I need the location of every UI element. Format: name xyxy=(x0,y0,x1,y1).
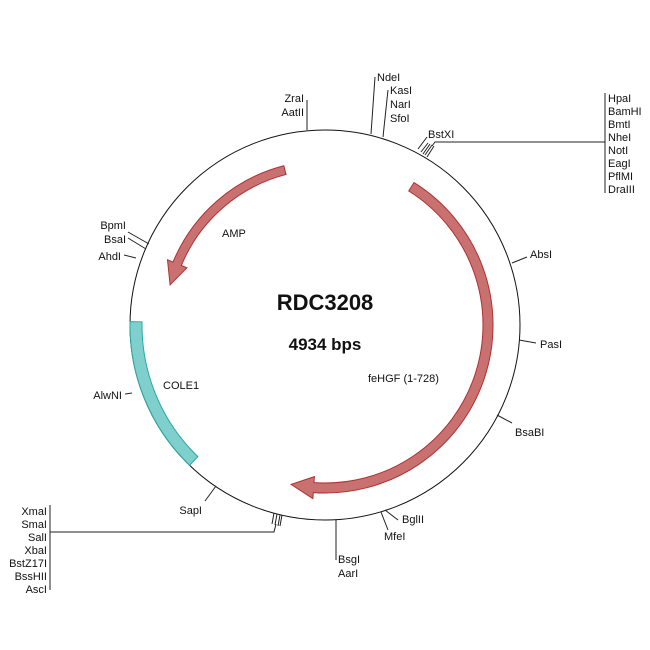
svg-text:BamHI: BamHI xyxy=(608,106,642,118)
site-left-group[interactable]: BpmI BsaI AhdI xyxy=(98,220,150,263)
svg-text:NdeI: NdeI xyxy=(377,72,400,84)
svg-text:AhdI: AhdI xyxy=(98,251,121,263)
site-alwni[interactable]: AlwNI xyxy=(93,390,133,402)
svg-text:BsaBI: BsaBI xyxy=(515,427,544,439)
cole1-label: COLE1 xyxy=(163,380,199,392)
svg-text:BsgI: BsgI xyxy=(338,554,360,566)
svg-text:HpaI: HpaI xyxy=(608,93,631,105)
site-sapi[interactable]: SapI xyxy=(179,485,217,517)
svg-text:SapI: SapI xyxy=(179,505,202,517)
svg-text:BssHII: BssHII xyxy=(15,571,47,583)
svg-text:XmaI: XmaI xyxy=(21,506,47,518)
svg-text:PflMI: PflMI xyxy=(608,171,633,183)
svg-text:AbsI: AbsI xyxy=(530,249,552,261)
svg-text:AarI: AarI xyxy=(338,568,358,580)
svg-text:BsaI: BsaI xyxy=(104,234,126,246)
svg-text:XbaI: XbaI xyxy=(24,545,47,557)
svg-text:BstZ17I: BstZ17I xyxy=(9,558,47,570)
svg-text:NarI: NarI xyxy=(390,99,411,111)
svg-text:ZraI: ZraI xyxy=(284,93,304,105)
amp-label: AMP xyxy=(222,228,246,240)
site-zrai-aatii[interactable]: ZraI AatII xyxy=(281,93,308,130)
site-bstxi[interactable]: BstXI xyxy=(417,129,454,150)
cole1-feature[interactable] xyxy=(129,321,199,466)
svg-text:SalI: SalI xyxy=(28,532,47,544)
plasmid-size: 4934 bps xyxy=(289,335,362,354)
site-kasi-group[interactable]: KasI NarI SfoI xyxy=(382,85,412,138)
site-absi[interactable]: AbsI xyxy=(511,249,552,264)
svg-text:NheI: NheI xyxy=(608,132,631,144)
svg-text:SfoI: SfoI xyxy=(390,113,410,125)
site-bglii-group[interactable]: BglII MfeI xyxy=(380,509,424,543)
svg-text:AscI: AscI xyxy=(26,584,47,596)
svg-text:AatII: AatII xyxy=(281,107,304,119)
svg-text:SmaI: SmaI xyxy=(21,519,47,531)
svg-text:BpmI: BpmI xyxy=(100,220,126,232)
svg-text:DraIII: DraIII xyxy=(608,184,635,196)
site-bsabi[interactable]: BsaBI xyxy=(496,414,544,439)
site-ndei[interactable]: NdeI xyxy=(370,72,400,135)
site-bsgi-group[interactable]: BsgI AarI xyxy=(335,520,360,580)
svg-text:BmtI: BmtI xyxy=(608,119,631,131)
plasmid-name: RDC3208 xyxy=(277,290,374,315)
svg-text:BstXI: BstXI xyxy=(428,129,454,141)
svg-text:EagI: EagI xyxy=(608,158,631,170)
svg-text:KasI: KasI xyxy=(390,85,412,97)
fehgf-arrow[interactable] xyxy=(289,181,494,500)
svg-text:AlwNI: AlwNI xyxy=(93,390,122,402)
fehgf-label: feHGF (1-728) xyxy=(368,373,439,385)
site-pasi[interactable]: PasI xyxy=(518,339,562,351)
site-mcs-left[interactable]: XmaI SmaI SalI XbaI BstZ17I BssHII AscI xyxy=(9,505,283,596)
svg-text:PasI: PasI xyxy=(540,339,562,351)
site-mcs-right[interactable]: HpaI BamHI BmtI NheI NotI EagI PflMI Dra… xyxy=(420,93,642,196)
svg-text:BglII: BglII xyxy=(402,514,424,526)
svg-text:MfeI: MfeI xyxy=(384,531,405,543)
amp-arrow[interactable] xyxy=(166,165,287,287)
svg-text:NotI: NotI xyxy=(608,145,628,157)
